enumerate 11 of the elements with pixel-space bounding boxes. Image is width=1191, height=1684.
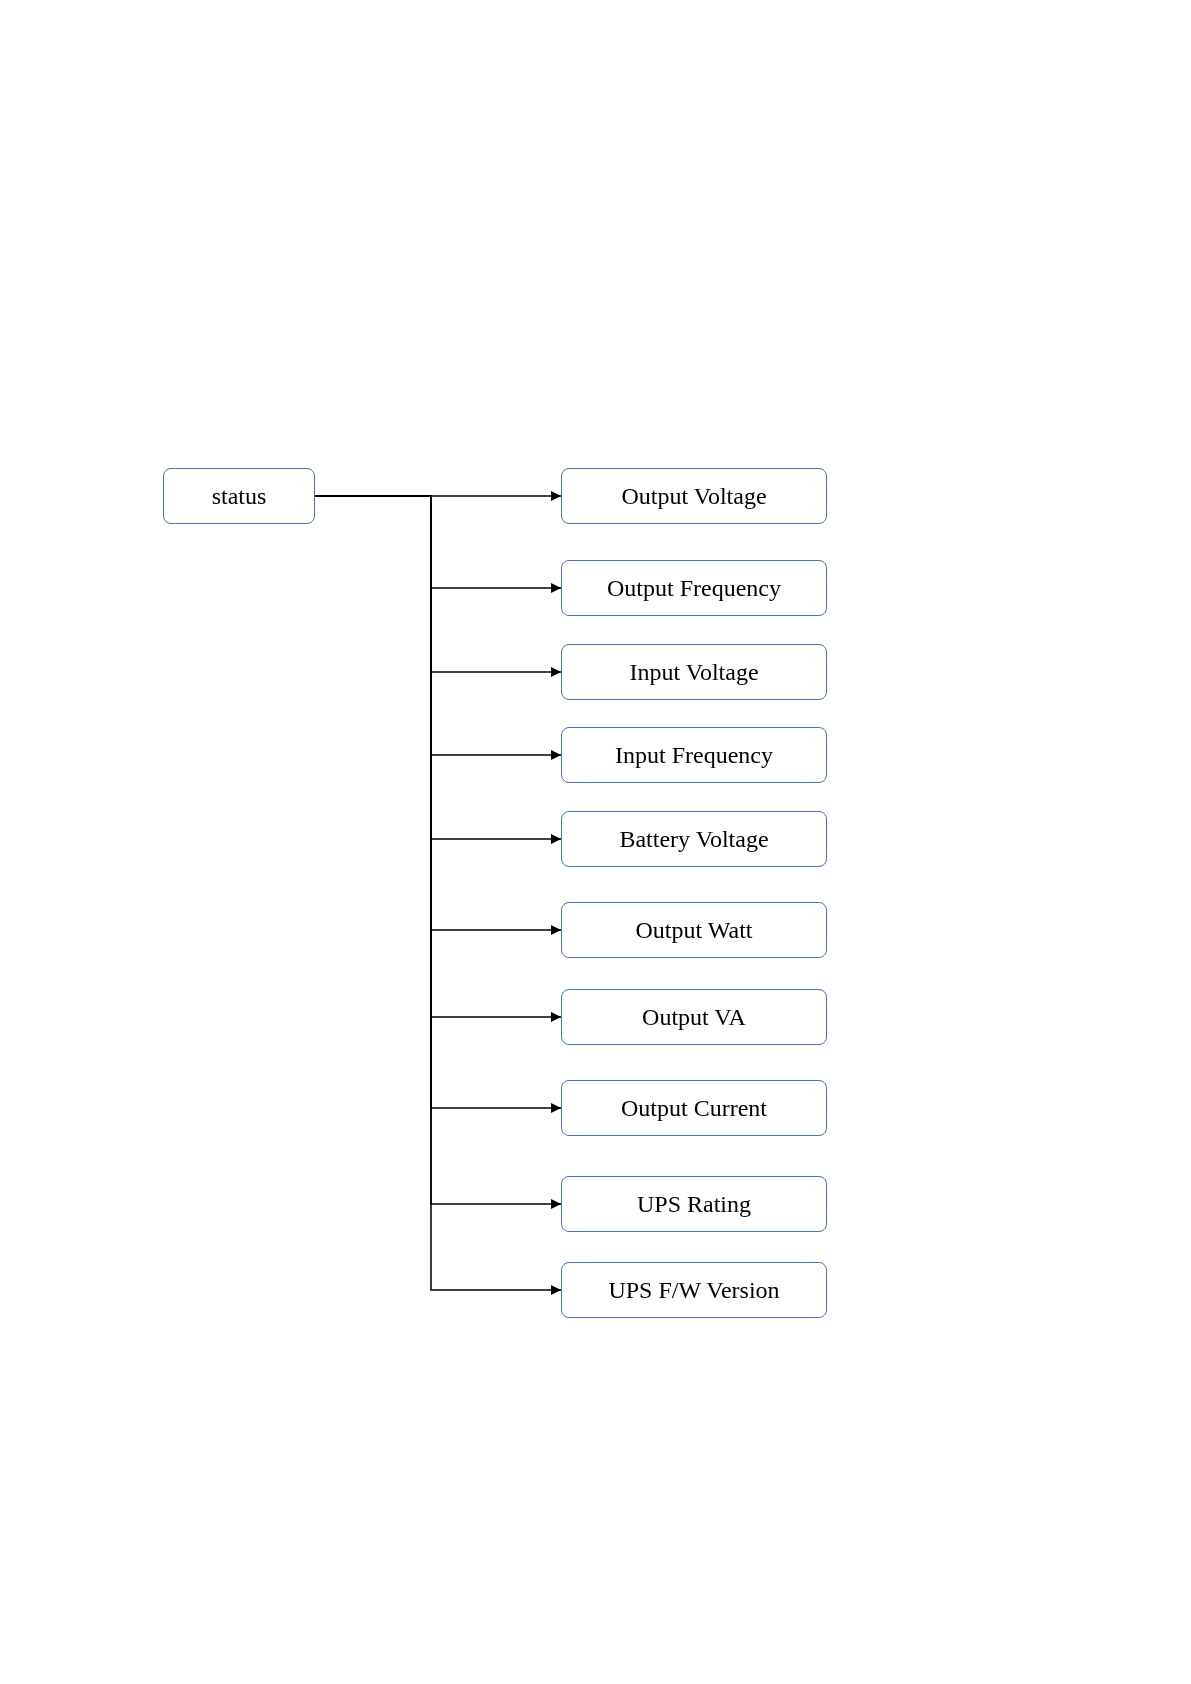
process-box: UPS Rating	[561, 1176, 827, 1232]
process-box: Output Current	[561, 1080, 827, 1136]
process-box: Output Watt	[561, 902, 827, 958]
process-box: Output VA	[561, 989, 827, 1045]
process-box: Input Frequency	[561, 727, 827, 783]
process-box: Input Voltage	[561, 644, 827, 700]
process-box: Output Frequency	[561, 560, 827, 616]
process-box: UPS F/W Version	[561, 1262, 827, 1318]
process-box: Output Voltage	[561, 468, 827, 524]
process-box: status	[163, 468, 315, 524]
process-box: Battery Voltage	[561, 811, 827, 867]
